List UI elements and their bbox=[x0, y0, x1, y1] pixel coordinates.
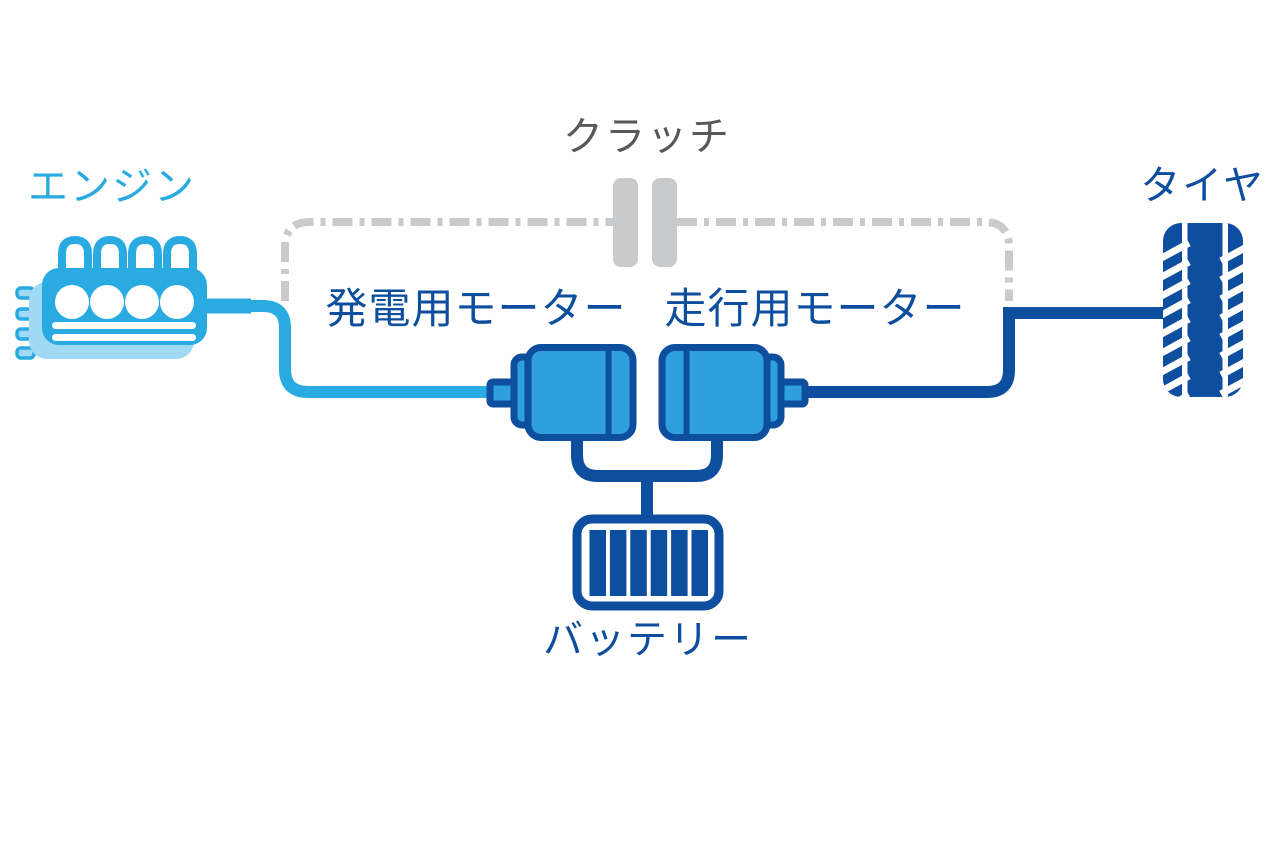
tread-line bbox=[1219, 391, 1243, 397]
tread-line bbox=[1219, 372, 1243, 397]
drive-motor-icon bbox=[658, 344, 809, 441]
engine-cylinder bbox=[90, 285, 124, 319]
tread-line bbox=[1219, 334, 1243, 360]
battery-cell bbox=[650, 530, 668, 596]
tread-line bbox=[1219, 296, 1243, 322]
tire-tread-group bbox=[1163, 223, 1243, 397]
motors-to-battery-line bbox=[571, 437, 723, 521]
engine-cylinder bbox=[125, 285, 159, 319]
tread-line bbox=[1219, 277, 1243, 303]
engine-stripe bbox=[52, 334, 196, 341]
generator-motor-label: 発電用モーター bbox=[325, 285, 627, 332]
drive-to-tire-line bbox=[801, 307, 1163, 398]
tread-line bbox=[1163, 315, 1191, 341]
battery-label: バッテリー bbox=[543, 618, 753, 662]
tread-line bbox=[1219, 239, 1243, 265]
tire-icon bbox=[1163, 223, 1243, 397]
drive-body bbox=[658, 344, 771, 441]
battery-cell bbox=[691, 530, 708, 596]
drive-motor-label: 走行用モーター bbox=[664, 285, 966, 332]
clutch-label: クラッチ bbox=[563, 115, 731, 159]
engine-cylinder bbox=[160, 285, 194, 319]
generator-motor-icon bbox=[486, 344, 637, 441]
tread-line bbox=[1163, 277, 1191, 303]
tread-line bbox=[1163, 353, 1191, 379]
tread-line bbox=[1163, 372, 1191, 397]
tire-groove bbox=[1222, 223, 1228, 397]
tread-line bbox=[1163, 258, 1191, 284]
engine-stripe bbox=[52, 322, 196, 329]
engine-cylinder bbox=[55, 285, 89, 319]
battery-cell bbox=[589, 530, 606, 596]
clutch-icon bbox=[613, 178, 677, 267]
battery-icon bbox=[572, 514, 724, 611]
battery-cell bbox=[609, 530, 627, 596]
tread-line bbox=[1163, 296, 1191, 322]
tread-line bbox=[1163, 239, 1191, 265]
battery-cell bbox=[671, 530, 688, 596]
clutch-plate-right bbox=[652, 178, 677, 267]
engine-icon bbox=[15, 235, 251, 360]
engine-to-generator-line bbox=[245, 300, 497, 398]
generator-body bbox=[524, 344, 637, 441]
tread-line bbox=[1219, 315, 1243, 341]
tread-line bbox=[1219, 353, 1243, 379]
engine-cylinder-head bbox=[128, 235, 162, 272]
clutch-plate-left bbox=[613, 178, 638, 267]
tire-groove bbox=[1182, 223, 1188, 397]
tread-line bbox=[1163, 334, 1191, 360]
tire-label: タイヤ bbox=[1140, 164, 1265, 208]
engine-cylinder-head bbox=[58, 235, 92, 272]
engine-cylinder-head bbox=[93, 235, 127, 272]
tread-line bbox=[1219, 258, 1243, 284]
battery-cell bbox=[630, 530, 647, 596]
engine-cylinder-head bbox=[163, 235, 197, 272]
mechanical-bypass-dashed-line bbox=[281, 218, 1013, 301]
engine-output-shaft bbox=[203, 298, 251, 314]
engine-label: エンジン bbox=[28, 165, 196, 209]
tread-line bbox=[1163, 391, 1191, 397]
